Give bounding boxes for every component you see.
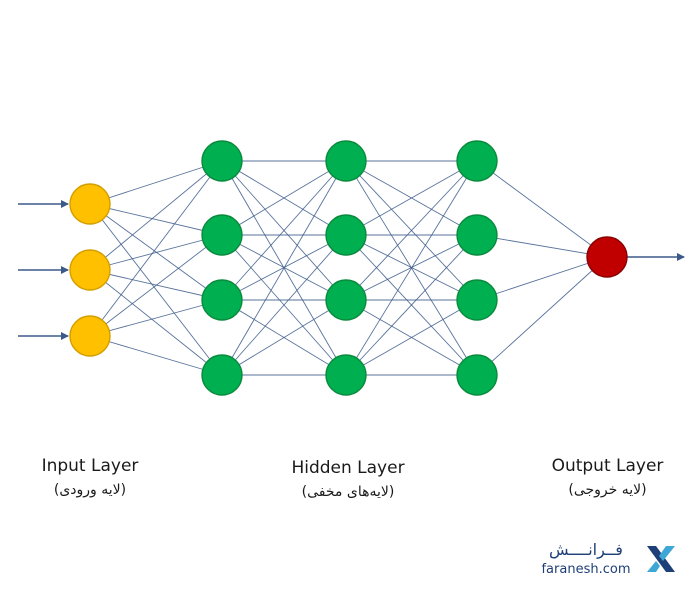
hidden-layer-title: Hidden Layer [291, 458, 405, 478]
hidden-3-neuron-4 [456, 354, 498, 396]
hidden-3-neuron-3 [456, 279, 498, 321]
connection-hidden-2-4-to-hidden-3-3 [345, 299, 478, 376]
connection-hidden-3-3-to-output-1 [476, 256, 608, 301]
connection-hidden-1-4-to-hidden-2-3 [221, 299, 347, 376]
brand-name-persian: فــرانــــش [549, 540, 623, 559]
hidden-2-neuron-3 [325, 279, 367, 321]
output-neuron-1 [586, 236, 628, 278]
hidden-3-neuron-1 [456, 140, 498, 182]
input-neuron-3 [69, 315, 111, 357]
hidden-1-neuron-2 [201, 214, 243, 256]
input-layer-label: Input Layer (لایه ورودی) [20, 456, 160, 498]
connection-hidden-2-4-to-hidden-3-2 [345, 234, 478, 376]
connection-input-2-to-hidden-1-1 [89, 160, 223, 271]
output-layer-subtitle: (لایه خروجی) [568, 482, 647, 498]
connection-input-1-to-hidden-1-2 [89, 203, 223, 236]
hidden-2-neuron-1 [325, 140, 367, 182]
hidden-2-neuron-4 [325, 354, 367, 396]
hidden-layer-subtitle: (لایه‌های مخفی) [301, 484, 395, 500]
connection-input-2-to-hidden-1-2 [89, 234, 223, 271]
connection-input-1-to-hidden-1-3 [89, 203, 223, 301]
hidden-1-neuron-4 [201, 354, 243, 396]
connection-hidden-1-4-to-hidden-2-1 [221, 160, 347, 376]
connection-hidden-3-2-to-output-1 [476, 234, 608, 258]
hidden-1-neuron-3 [201, 279, 243, 321]
hidden-1-neuron-1 [201, 140, 243, 182]
connection-hidden-2-3-to-hidden-3-1 [345, 160, 478, 301]
input-layer-title: Input Layer [41, 456, 139, 476]
connection-hidden-3-1-to-output-1 [476, 160, 608, 258]
neurons-group [69, 140, 628, 396]
hidden-3-neuron-2 [456, 214, 498, 256]
hidden-2-neuron-2 [325, 214, 367, 256]
input-neuron-1 [69, 183, 111, 225]
connection-hidden-2-4-to-hidden-3-1 [345, 160, 478, 376]
connection-input-3-to-hidden-1-1 [89, 160, 223, 337]
brand-logo-block[interactable]: فــرانــــش faranesh.com [534, 540, 684, 584]
x-logo-icon [647, 546, 675, 572]
connection-hidden-1-4-to-hidden-2-2 [221, 234, 347, 376]
connection-input-2-to-hidden-1-4 [89, 269, 223, 376]
connection-hidden-3-4-to-output-1 [476, 256, 608, 376]
connection-hidden-1-2-to-hidden-2-1 [221, 160, 347, 236]
hidden-layer-label: Hidden Layer (لایه‌های مخفی) [268, 458, 428, 500]
connection-input-3-to-hidden-1-4 [89, 335, 223, 376]
connection-hidden-2-2-to-hidden-3-1 [345, 160, 478, 236]
input-layer-subtitle: (لایه ورودی) [53, 482, 127, 498]
connection-input-3-to-hidden-1-2 [89, 234, 223, 337]
connection-input-3-to-hidden-1-3 [89, 299, 223, 337]
brand-name-latin: faranesh.com [541, 562, 631, 577]
connection-input-1-to-hidden-1-4 [89, 203, 223, 376]
arrows-group [18, 200, 685, 340]
output-layer-label: Output Layer (لایه خروجی) [535, 456, 680, 498]
connection-hidden-1-3-to-hidden-2-1 [221, 160, 347, 301]
input-neuron-2 [69, 249, 111, 291]
connections-group [89, 160, 608, 376]
output-layer-title: Output Layer [551, 456, 664, 476]
connection-input-1-to-hidden-1-1 [89, 160, 223, 205]
